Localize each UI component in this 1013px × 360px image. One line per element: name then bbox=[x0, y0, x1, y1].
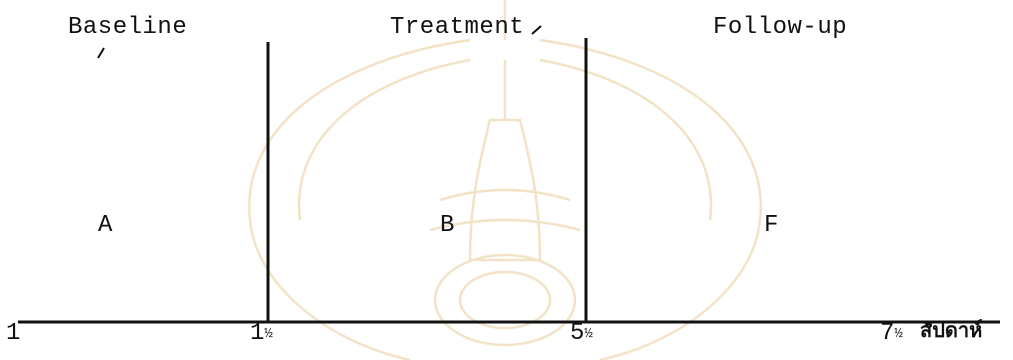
axis-tick-fraction: ½ bbox=[264, 326, 273, 342]
axis-tick-label: 1½ bbox=[250, 322, 273, 346]
axis-tick-label: 1 bbox=[6, 322, 20, 346]
axis-tick-whole: 5 bbox=[570, 320, 585, 347]
pen-mark bbox=[97, 47, 105, 59]
axis-tick-label: 7½ bbox=[880, 322, 903, 346]
phase-title-baseline: Baseline bbox=[68, 14, 188, 41]
phase-letter-a: A bbox=[98, 212, 113, 239]
axis-tick-fraction: ½ bbox=[894, 326, 903, 342]
pen-mark bbox=[531, 25, 542, 35]
axis-unit-label: สัปดาห์ bbox=[920, 318, 983, 342]
phase-letter-b: B bbox=[440, 212, 455, 239]
axis-tick-whole: 1 bbox=[250, 320, 265, 347]
axis-tick-label: 5½ bbox=[570, 322, 593, 346]
axis-tick-fraction: ½ bbox=[584, 326, 593, 342]
axis-tick-whole: 1 bbox=[6, 320, 21, 347]
phase-letter-f: F bbox=[764, 212, 779, 239]
phase-title-treatment: Treatment bbox=[390, 14, 525, 41]
axis-tick-whole: 7 bbox=[880, 320, 895, 347]
phase-title-followup: Follow-up bbox=[713, 14, 848, 41]
